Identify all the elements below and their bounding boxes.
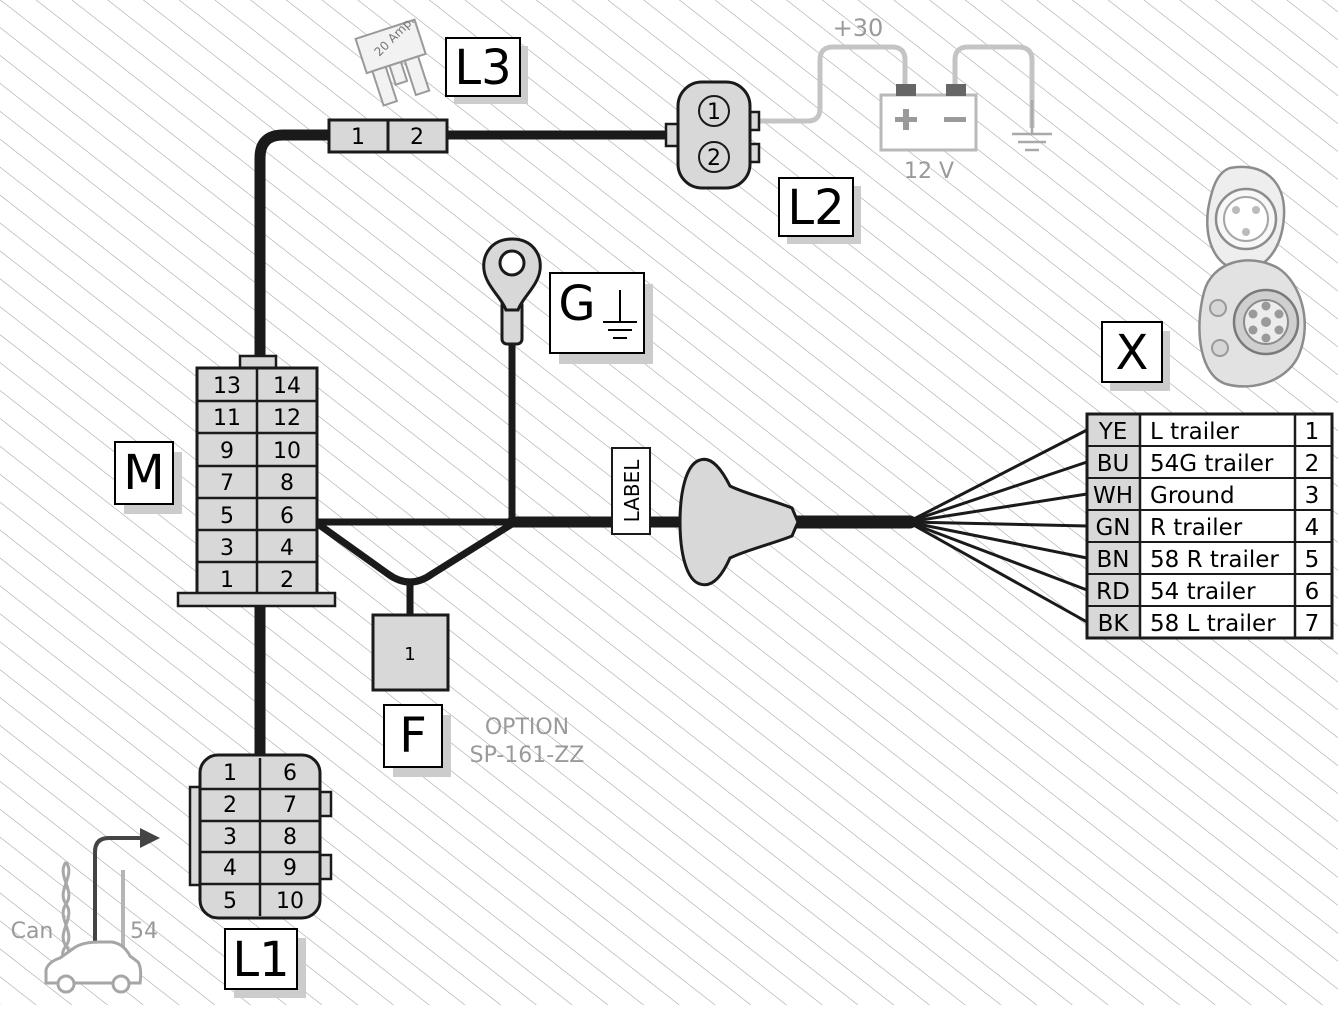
- m-pin: 9: [220, 439, 234, 464]
- m-label-box: [114, 441, 174, 505]
- trailer-socket-icon: [1198, 165, 1306, 388]
- g-label-box: [549, 272, 645, 354]
- wire-function: 58 R trailer: [1150, 547, 1279, 573]
- m-connector-pins: 13 14 11 12 9 10 7 8 5 6 3 4 1 2: [213, 374, 301, 593]
- car-icon: [44, 940, 143, 994]
- wire-color: YE: [1098, 419, 1128, 445]
- wire-function: 58 L trailer: [1150, 611, 1276, 637]
- l1-pin: 6: [283, 761, 297, 786]
- wire-fan: [906, 428, 1089, 624]
- m-connector: [176, 354, 337, 608]
- l2-pin-1: 1: [707, 100, 721, 125]
- g-label: G: [558, 276, 595, 332]
- m-pin: 2: [280, 568, 294, 593]
- m-pin: 1: [220, 568, 234, 593]
- wire-pin: 7: [1305, 611, 1320, 637]
- ring-terminal-icon: [482, 237, 542, 346]
- m-pin: 12: [273, 406, 301, 431]
- m-pin: 4: [280, 536, 294, 561]
- l1-pin: 2: [223, 793, 237, 818]
- l1-connector: [188, 753, 333, 920]
- l1-pin: 9: [283, 856, 297, 881]
- wire-color: BU: [1097, 451, 1130, 477]
- wire-color: RD: [1096, 579, 1130, 605]
- m-label: M: [123, 445, 164, 501]
- wire-function: Ground: [1150, 483, 1235, 509]
- minus-icon: [944, 117, 966, 122]
- blade-fuse-icon: [354, 18, 431, 107]
- m-pin: 3: [220, 536, 234, 561]
- l1-pin: 7: [283, 793, 297, 818]
- l2-label-box: [778, 177, 854, 237]
- f-label-box: [383, 704, 443, 768]
- wire-pin: 2: [1305, 451, 1320, 477]
- battery-terminal-label: +30: [833, 14, 884, 42]
- wire-color: GN: [1095, 515, 1130, 541]
- m-pin: 10: [273, 439, 301, 464]
- label-tag-text: LABEL: [620, 459, 644, 523]
- l2-pin-2: 2: [707, 146, 721, 171]
- option-line-2: SP-161-ZZ: [470, 743, 585, 768]
- battery-voltage: 12 V: [904, 159, 954, 184]
- l2-connector: [664, 80, 761, 190]
- wire-pin: 1: [1305, 419, 1320, 445]
- cable-grommet: [678, 457, 800, 587]
- f-module: [371, 613, 450, 692]
- l1-label: L1: [232, 932, 289, 988]
- x-label-box: [1101, 321, 1163, 383]
- fuse-holder-pin-1: 1: [351, 125, 365, 150]
- l1-pin: 5: [223, 889, 237, 914]
- ground-icon: [603, 290, 637, 339]
- x-label: X: [1116, 325, 1149, 381]
- wire-pin: 6: [1305, 579, 1320, 605]
- l3-label-box: [445, 37, 521, 97]
- wire-pin: 4: [1305, 515, 1320, 541]
- l1-pin: 8: [283, 825, 297, 850]
- m-pin: 14: [273, 374, 301, 399]
- l1-pin: 1: [223, 761, 237, 786]
- wire-color: BN: [1097, 547, 1130, 573]
- l1-pin: 3: [223, 825, 237, 850]
- l3-label: L3: [454, 40, 511, 96]
- wire-function: 54G trailer: [1150, 451, 1274, 477]
- l1-pin: 10: [276, 889, 304, 914]
- wire-pin: 5: [1305, 547, 1320, 573]
- wire-function: 54 trailer: [1150, 579, 1256, 605]
- wire-color: WH: [1093, 483, 1133, 509]
- l1-connector-pins: 1 6 2 7 3 8 4 9 5 10: [223, 761, 304, 914]
- wire-function: L trailer: [1150, 419, 1240, 445]
- wire-pin: 3: [1305, 483, 1320, 509]
- wire-function: R trailer: [1150, 515, 1243, 541]
- l1-pin: 4: [223, 856, 237, 881]
- m-pin: 6: [280, 504, 294, 529]
- battery-wiring: [758, 44, 1035, 128]
- m-pin: 11: [213, 406, 241, 431]
- fuse-holder-pin-2: 2: [410, 125, 424, 150]
- f-module-pin: 1: [404, 644, 415, 665]
- m-pin: 13: [213, 374, 241, 399]
- fuse-holder: [327, 118, 449, 154]
- wire-table: YE L trailer 1 BU 54G trailer 2 WH Groun…: [1085, 412, 1334, 640]
- can-label: Can: [11, 919, 54, 944]
- m-pin: 7: [220, 471, 234, 496]
- wire-color: BK: [1098, 611, 1130, 637]
- can-direction-arrow-icon: [93, 828, 160, 948]
- m-pin: 5: [220, 504, 234, 529]
- battery: [879, 84, 978, 152]
- label-tag: [611, 447, 651, 535]
- option-line-1: OPTION: [485, 715, 569, 740]
- signal-54-label: 54: [130, 919, 158, 944]
- m-pin: 8: [280, 471, 294, 496]
- l1-label-box: [224, 928, 298, 990]
- f-label: F: [399, 708, 427, 764]
- chassis-ground-icon: [1012, 100, 1052, 152]
- harness-wires: [254, 129, 917, 766]
- l2-label: L2: [787, 180, 844, 236]
